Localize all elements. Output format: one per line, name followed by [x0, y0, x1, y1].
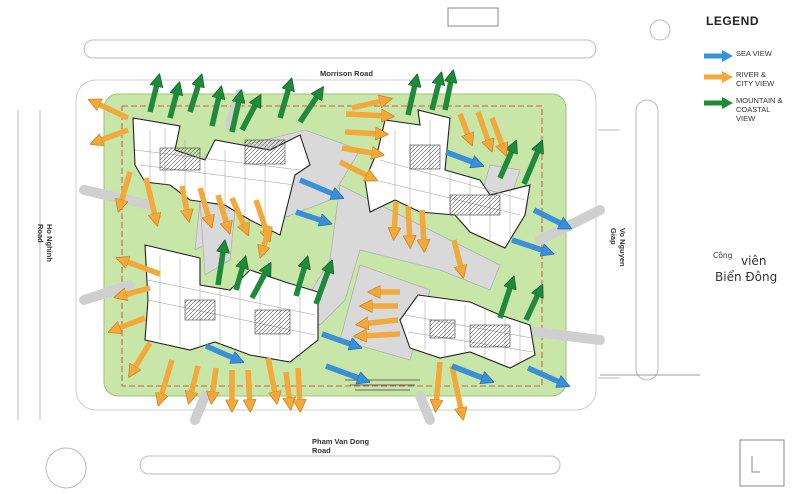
river-city-view-arrow-icon: [704, 71, 733, 83]
river-city-view-arrow: [94, 102, 130, 121]
park-label-line3: Biển Đông: [715, 270, 778, 284]
mountain-coastal-view-arrow: [523, 290, 540, 322]
road-label-east: Vo Nguyen Giap: [609, 228, 627, 267]
mountain-coastal-view-arrow: [249, 268, 268, 300]
river-city-view-arrow: [436, 361, 440, 406]
river-city-view-arrow: [114, 315, 146, 330]
sea-view-arrow: [526, 365, 564, 384]
walkways: [79, 89, 605, 425]
mountain-coastal-view-arrow: [215, 246, 224, 286]
mountain-coastal-view-arrow: [209, 92, 220, 127]
river-city-view-arrow: [215, 194, 228, 228]
road-label-south: Pham Van Dong Road: [312, 437, 370, 455]
river-city-view-arrow: [475, 111, 490, 146]
mountain-coastal-view-arrow: [297, 92, 320, 124]
cores: [159, 139, 511, 348]
river-city-view-arrow: [265, 357, 276, 398]
mountain-coastal-view-arrow: [497, 146, 514, 180]
sea-view-arrow: [451, 363, 488, 380]
river-city-view-arrow: [190, 365, 201, 398]
sea-view-arrow: [321, 331, 356, 346]
legend-label: MOUNTAIN & COASTAL VIEW: [736, 96, 783, 123]
road-label-west: Ho Nghinh Road: [36, 224, 54, 262]
legend-label: SEA VIEW: [736, 49, 772, 58]
mountain-coastal-view-arrow: [233, 262, 244, 291]
river-city-view-arrow: [132, 341, 153, 372]
park-label-line2: viên: [741, 254, 767, 268]
legend: LEGEND SEA VIEW RIVER & CITY VIEW MOUNTA…: [700, 14, 800, 123]
river-city-view-arrow: [351, 100, 386, 111]
river-city-view-arrow: [160, 359, 175, 400]
mountain-coastal-view-arrow: [277, 84, 290, 119]
river-city-view-arrow: [179, 185, 188, 216]
sea-view-arrow: [325, 363, 364, 380]
river-city-view-arrow: [394, 201, 396, 234]
mountain-coastal-view-arrow: [167, 88, 178, 119]
sea-view-arrow: [445, 149, 478, 164]
river-city-view-arrow: [345, 114, 388, 116]
river-city-view-arrow: [143, 177, 156, 220]
river-city-view-arrow: [262, 225, 273, 252]
river-city-view-arrow: [120, 285, 151, 296]
river-city-view-arrow: [248, 369, 250, 406]
river-city-view-arrow: [338, 159, 372, 178]
river-city-view-arrow: [212, 367, 216, 398]
park-label-line1: Công: [713, 251, 733, 260]
mountain-coastal-view-arrow: [442, 76, 452, 111]
river-city-view-arrow: [96, 127, 129, 142]
mountain-coastal-view-arrow: [187, 80, 200, 113]
sea-view-arrow: [295, 209, 326, 222]
legend-title: LEGEND: [706, 14, 760, 28]
mountain-coastal-view-arrow-icon: [704, 97, 733, 109]
sea-view-arrow: [511, 237, 548, 252]
road-label-north: Morrison Road: [320, 69, 373, 78]
legend-item-river-city-view: RIVER & CITY VIEW: [702, 70, 800, 88]
river-city-view-arrow: [408, 205, 410, 242]
river-city-view-arrow: [422, 209, 424, 246]
river-city-view-arrow: [451, 239, 462, 272]
sea-view-arrow-icon: [704, 50, 733, 62]
view-arrows: [94, 76, 566, 414]
river-city-view-arrow: [341, 145, 378, 154]
river-city-view-arrow: [120, 171, 133, 206]
mountain-coastal-view-arrow: [405, 80, 416, 116]
river-city-view-arrow: [298, 367, 300, 406]
mountain-coastal-view-arrow: [239, 100, 258, 132]
mountain-coastal-view-arrow: [497, 282, 512, 319]
sea-view-arrow: [532, 207, 566, 226]
sea-view-arrow: [204, 343, 238, 360]
river-city-view-arrow: [360, 334, 401, 336]
river-city-view-arrow: [344, 132, 382, 134]
river-city-view-arrow: [449, 365, 462, 414]
legend-label: RIVER & CITY VIEW: [736, 70, 775, 88]
river-city-view-arrow: [229, 196, 246, 230]
mountain-coastal-view-arrow: [147, 80, 158, 113]
river-city-view-arrow: [489, 117, 504, 150]
legend-item-mountain-coastal-view: MOUNTAIN & COASTAL VIEW: [702, 96, 800, 123]
sea-view-arrow: [298, 177, 338, 196]
river-city-view-arrow: [122, 260, 161, 277]
river-city-view-arrow: [362, 320, 399, 324]
mountain-coastal-view-arrow: [293, 262, 306, 297]
river-city-view-arrow: [197, 187, 210, 222]
mountain-coastal-view-arrow: [229, 96, 240, 133]
mountain-coastal-view-arrow: [313, 266, 330, 305]
river-city-view-arrow: [457, 113, 470, 140]
road-lines: [17, 7, 785, 489]
mountain-coastal-view-arrow: [429, 78, 440, 111]
legend-item-sea-view: SEA VIEW: [702, 49, 800, 67]
mountain-coastal-view-arrow: [521, 146, 540, 186]
river-city-view-arrow: [286, 371, 290, 404]
